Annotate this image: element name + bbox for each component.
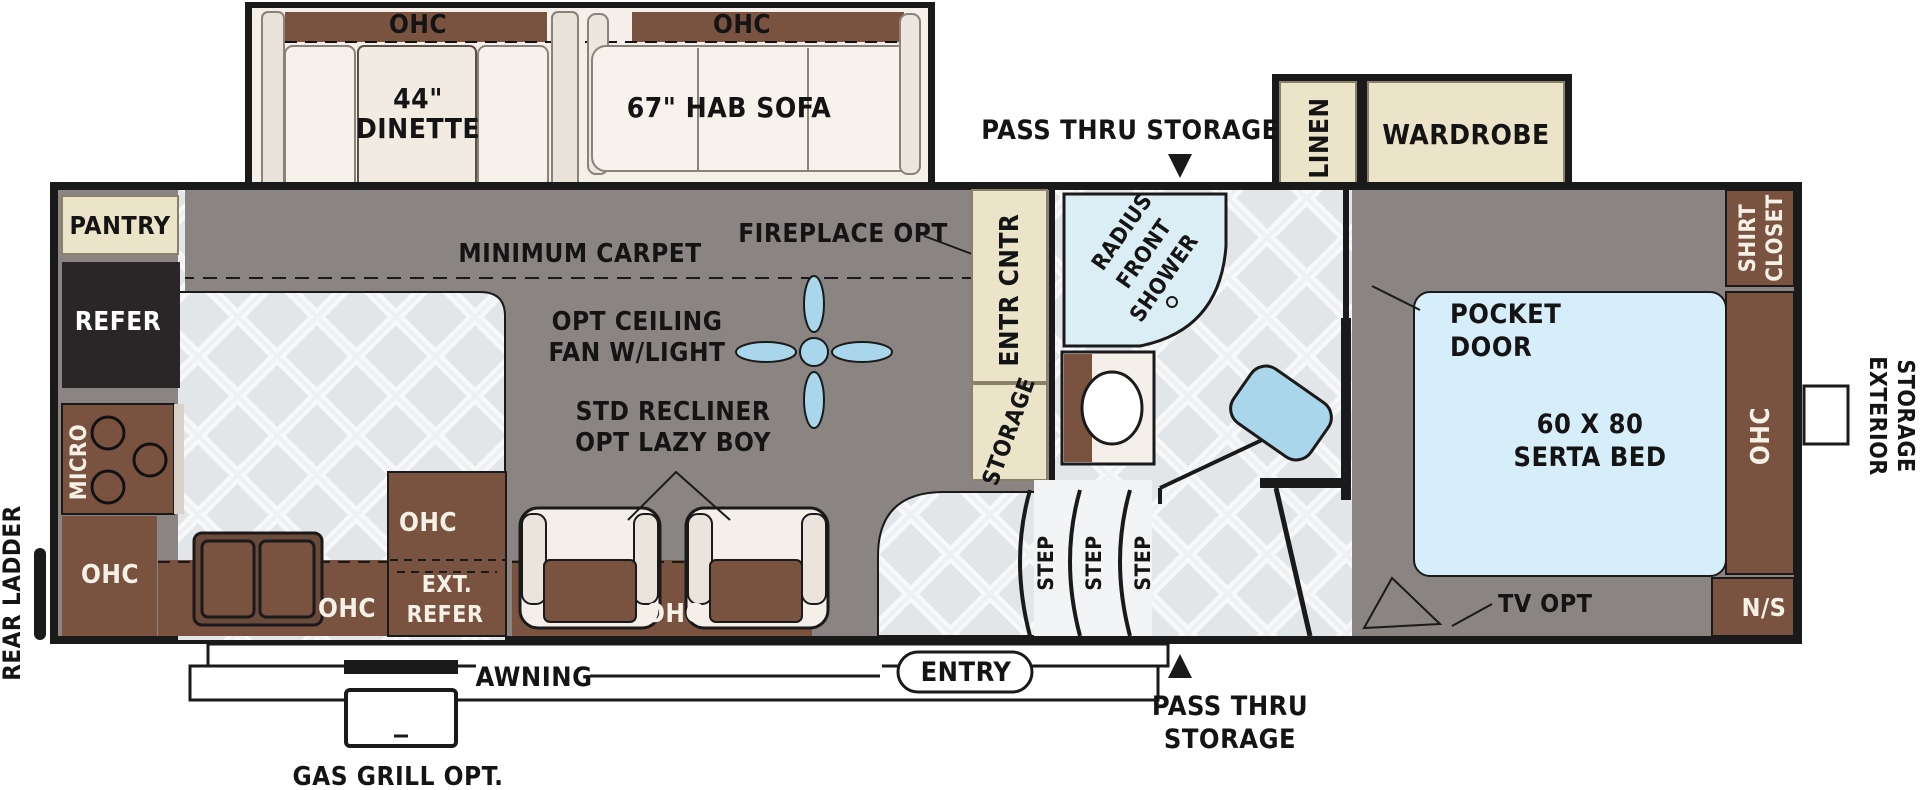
micro-label: MICRO [67,424,92,500]
step-2-label: STEP [1082,535,1106,590]
sofa-ohc-label: OHC [713,10,771,40]
fireplace-label: FIREPLACE OPT [738,219,948,249]
center-ohc-label: OHC [399,508,457,538]
fan-label: OPT CEILING [552,307,723,337]
refer-label: REFER [75,307,161,337]
toilet-icon [1229,364,1333,462]
recliner-label-2: OPT LAZY BOY [575,428,771,458]
dinette-size-label: 44" [393,82,443,115]
burner-icon [90,415,126,451]
center-ohc [387,471,507,637]
dinette-ohc [285,12,547,42]
wardrobe [1367,81,1565,193]
sink-ohc-label: OHC [318,594,376,624]
pass-thru-top-label: PASS THRU STORAGE [981,115,1278,146]
shirt-closet-label-2: CLOSET [1763,194,1788,281]
bed-size-label: 60 X 80 [1537,409,1644,440]
bedroom-slideout: LINEN WARDROBE [1272,74,1572,194]
bed-label: SERTA BED [1513,442,1666,473]
pass-thru-arrow-top [1168,154,1192,178]
gas-grill-icon [344,660,458,748]
tv-icon [1362,576,1443,630]
bedroom-ohc-label: OHC [1746,407,1776,465]
recliner-left [518,506,662,630]
dinette-ohc-label: OHC [389,10,447,40]
rear-ladder-label: REAR LADDER [0,505,26,680]
exterior-storage-label: EXTERIOR [1864,356,1890,476]
minimum-carpet-label: MINIMUM CARPET [458,239,701,269]
tv-opt-label: TV OPT [1498,589,1593,618]
gas-grill-label: GAS GRILL OPT. [292,762,503,790]
nightstand-label: N/S [1742,593,1787,622]
entry-steps [1018,489,1132,637]
fan-label-2: FAN W/LIGHT [548,338,725,368]
lavatory-sink [1080,370,1144,446]
shirt-closet [1725,189,1795,287]
pocket-door-label-2: DOOR [1450,332,1532,363]
shirt-closet-label: SHIRT [1736,204,1761,272]
burner-icon [90,469,126,505]
ceiling-fan-icon [735,275,893,429]
pass-thru-bottom-label: PASS THRU [1152,691,1308,722]
step-3-label: STEP [1131,535,1155,590]
pocket-door-label: POCKET [1450,299,1561,330]
recliner-right [684,506,830,630]
entry-label: ENTRY [921,657,1012,688]
storage-cabinet [971,383,1048,481]
pass-thru-arrow-bottom [1168,654,1192,678]
entertainment-center [971,189,1048,383]
step-1-label: STEP [1034,535,1058,590]
sofa-ohc [632,12,904,42]
ext-refer-label-2: REFER [407,602,484,628]
burner-icon [132,442,168,478]
ext-refer-label: EXT. [422,572,473,598]
radius-shower [1062,192,1228,348]
dinette-label: DINETTE [356,112,480,145]
serta-bed [1413,291,1727,577]
linen-closet [1279,81,1357,193]
linen-label: LINEN [1305,97,1335,178]
rear-ohc-label: OHC [81,560,139,590]
exterior-storage [1802,384,1850,446]
entry-door [896,650,1034,694]
entry-landing [877,491,1053,637]
nightstand [1711,577,1795,637]
rear-ohc [62,516,157,636]
exterior-storage-label-2: STORAGE [1892,359,1918,472]
sofa-label: 67" HAB SOFA [627,91,832,124]
awning-label: AWNING [475,662,592,693]
pantry [61,195,179,255]
pantry-label: PANTRY [70,211,171,240]
refrigerator [62,262,180,388]
recliner-label: STD RECLINER [576,397,771,427]
recliner-ohc-label: OHC [645,599,703,629]
rear-ladder [34,548,46,640]
pass-thru-bottom-label-2: STORAGE [1164,724,1296,755]
living-slideout: OHC OHC 44" DINETTE 67" HAB SOFA [245,2,935,212]
bedroom-ohc [1725,291,1795,575]
wardrobe-label: WARDROBE [1382,118,1550,151]
entr-cntr-label: ENTR CNTR [995,214,1025,367]
